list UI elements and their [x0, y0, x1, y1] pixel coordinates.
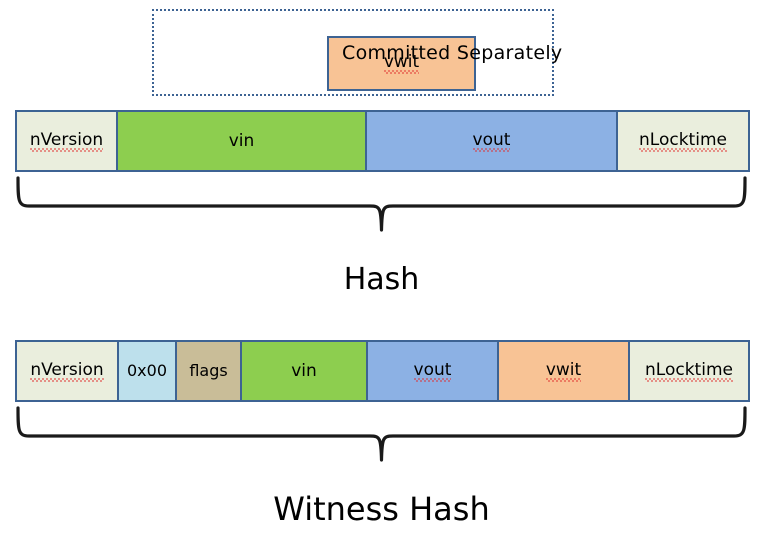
- segwit-transaction-serialization-segment-flags: flags: [175, 340, 242, 402]
- hash-brace: [15, 176, 748, 232]
- segwit-transaction-serialization-segment-vwit: vwit: [497, 340, 630, 402]
- legacy-transaction-serialization-segment-vout: vout: [365, 110, 618, 172]
- segment-label: 0x00: [126, 361, 167, 380]
- segment-label: vwit: [545, 359, 582, 382]
- segment-label: nLocktime: [645, 359, 733, 382]
- witness-hash-brace-icon: [16, 406, 747, 462]
- segment-label: vout: [413, 359, 452, 382]
- hash-caption: Hash: [343, 262, 420, 297]
- legacy-transaction-serialization-segment-nlocktime: nLocktime: [616, 110, 750, 172]
- vwit-standalone-label: vwit: [383, 52, 420, 74]
- witness-hash-caption: Witness Hash: [273, 490, 490, 528]
- witness-hash-brace: [15, 406, 748, 462]
- segment-label: vin: [291, 360, 317, 381]
- segment-label: vin: [228, 130, 255, 151]
- legacy-transaction-serialization-segment-vin: vin: [116, 110, 367, 172]
- witness-bar: nVersion 0x00 flags vin vout vwit nLocktime: [15, 340, 750, 402]
- segwit-transaction-serialization-segment-nversion: nVersion: [15, 340, 119, 402]
- committed-separately-note: Committed Separately: [342, 42, 563, 64]
- segment-label: nVersion: [29, 129, 104, 152]
- segwit-transaction-serialization-segment-nlocktime: nLocktime: [628, 340, 750, 402]
- segment-label: nLocktime: [639, 129, 727, 152]
- segwit-transaction-serialization-segment-vin: vin: [240, 340, 368, 402]
- committed-separately-group: vwit: [152, 9, 554, 96]
- hash-brace-icon: [16, 176, 747, 232]
- vwit-standalone-box: vwit: [327, 36, 476, 91]
- segment-label: nVersion: [30, 359, 104, 382]
- segment-label: flags: [189, 361, 228, 380]
- segwit-transaction-serialization-segment-vout: vout: [366, 340, 499, 402]
- segment-label: vout: [472, 129, 511, 152]
- transaction-bar: nVersion vin vout nLocktime: [15, 110, 750, 172]
- legacy-transaction-serialization-segment-nversion: nVersion: [15, 110, 118, 172]
- segwit-transaction-serialization-segment-0x00: 0x00: [117, 340, 177, 402]
